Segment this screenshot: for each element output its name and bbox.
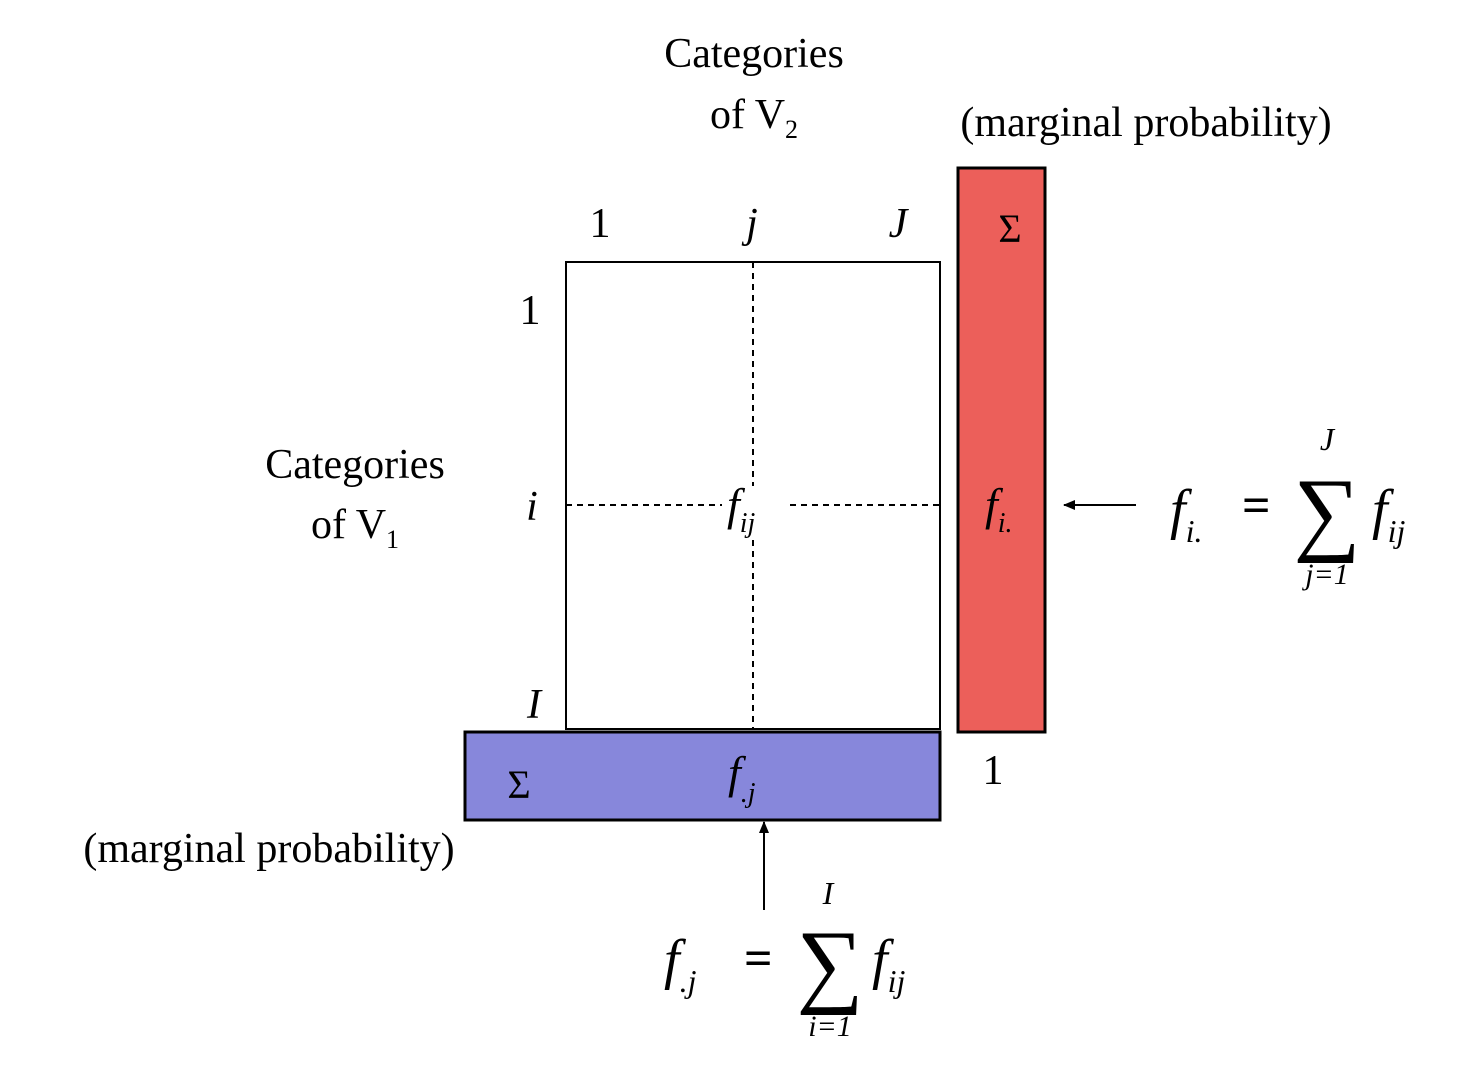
- v1-label-line1: Categories: [265, 442, 445, 488]
- col-formula-equals: =: [744, 930, 773, 986]
- row-formula-equals: =: [1242, 477, 1271, 533]
- row-formula-upper: J: [1320, 421, 1336, 457]
- row-marginal-caption: (marginal probability): [960, 100, 1331, 146]
- col-marginal-bar: [463, 730, 942, 822]
- row-formula-rhs: fij: [1372, 479, 1405, 549]
- col-label-j: j: [741, 201, 758, 247]
- row-formula-sigma: ∑: [1293, 460, 1360, 564]
- row-marginal-sum-symbol: Σ: [998, 206, 1021, 251]
- col-label-last: J: [889, 201, 910, 247]
- col-marginal-formula: f.j = ∑ I i=1 fij: [664, 875, 905, 1043]
- col-formula-sigma: ∑: [796, 912, 863, 1016]
- col-formula-rhs: fij: [872, 929, 905, 999]
- col-marginal-caption: (marginal probability): [83, 826, 454, 872]
- row-label-last: I: [526, 682, 543, 728]
- row-marginal-bar: [956, 166, 1047, 734]
- row-label-i: i: [526, 484, 538, 530]
- row-marginal-formula: fi. = ∑ J j=1 fij: [1170, 421, 1405, 591]
- cell-fij: fij: [727, 479, 756, 539]
- col-formula-upper: I: [822, 875, 835, 911]
- v2-label-line2: of V2: [710, 92, 798, 144]
- v2-label-line1: Categories: [664, 31, 844, 77]
- row-formula-lhs: fi.: [1170, 479, 1202, 549]
- row-marginal-total: 1: [983, 748, 1004, 794]
- v1-label-line2: of V1: [311, 502, 399, 554]
- col-label-first: 1: [590, 201, 611, 247]
- row-formula-lower: j=1: [1301, 558, 1349, 591]
- row-label-first: 1: [520, 288, 541, 334]
- col-formula-lower: i=1: [808, 1010, 852, 1043]
- col-formula-lhs: f.j: [664, 929, 697, 999]
- col-marginal-sum-symbol: Σ: [507, 762, 530, 807]
